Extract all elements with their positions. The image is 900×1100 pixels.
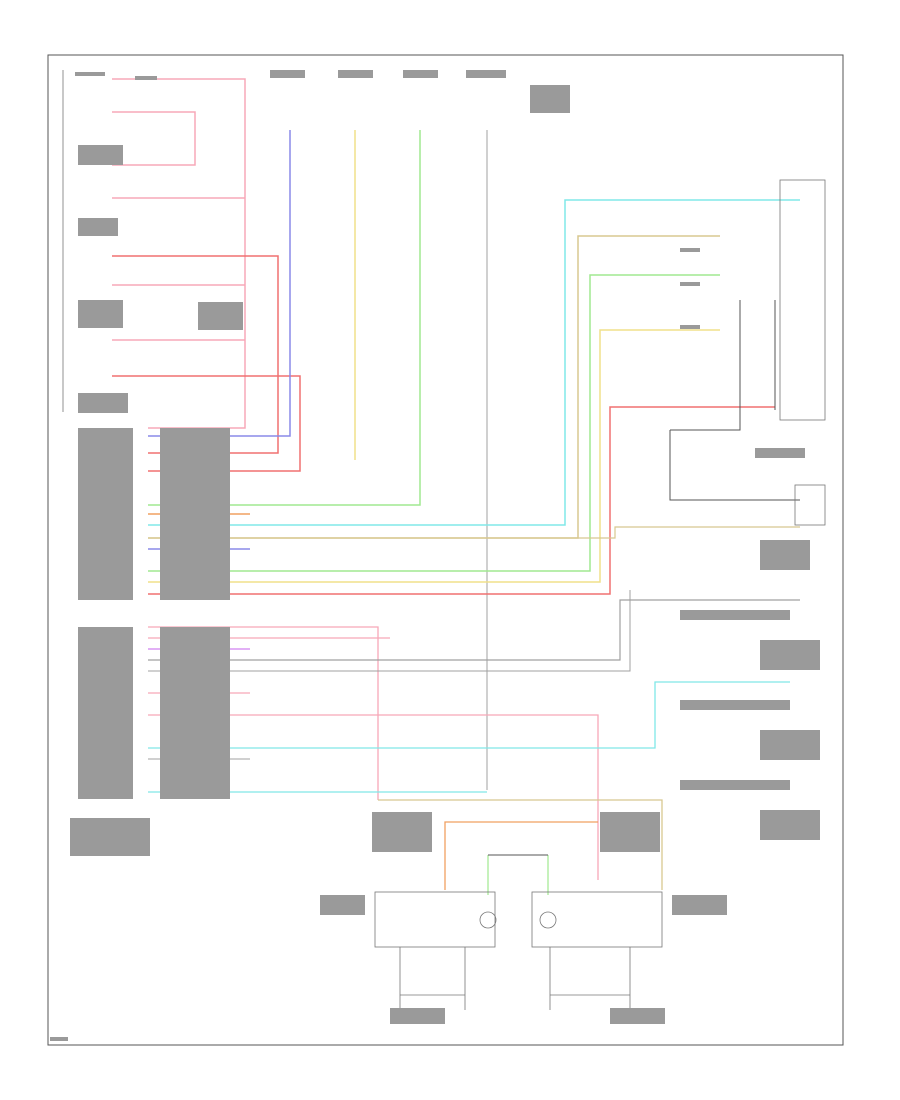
wire-layer	[112, 78, 800, 895]
motor-right	[539, 911, 557, 929]
wire-tan-bottom	[378, 799, 663, 890]
wire-pink-2	[112, 111, 196, 166]
wire-tan-long	[148, 235, 720, 539]
relay-right	[794, 484, 826, 526]
wire-cyan-low	[148, 681, 790, 749]
motor-left	[479, 911, 497, 929]
wire-gray-low-1	[148, 599, 800, 661]
wire-orange-bottom	[444, 821, 598, 890]
diagram-frame	[47, 54, 844, 1046]
bottom-left-unit	[374, 891, 497, 1010]
wire-black-right	[670, 300, 741, 431]
wire-red-long	[148, 406, 775, 595]
wire-yellow-long	[148, 329, 720, 583]
wire-pink-low-4	[148, 714, 599, 880]
actuator-right	[531, 891, 663, 948]
switch-housing-right	[779, 179, 826, 421]
blurred-labels	[50, 70, 820, 1041]
wire-green-long	[148, 274, 720, 572]
wire-blue	[148, 130, 291, 437]
actuator-left	[374, 891, 496, 948]
switch-block-right	[779, 179, 826, 526]
wire-green	[148, 130, 421, 506]
wire-cyan-long	[148, 199, 800, 526]
wire-black-right-2	[669, 430, 800, 501]
bottom-right-unit	[531, 891, 663, 1010]
wire-gray-low-2	[148, 590, 631, 672]
wire-tan-mid	[148, 526, 800, 539]
